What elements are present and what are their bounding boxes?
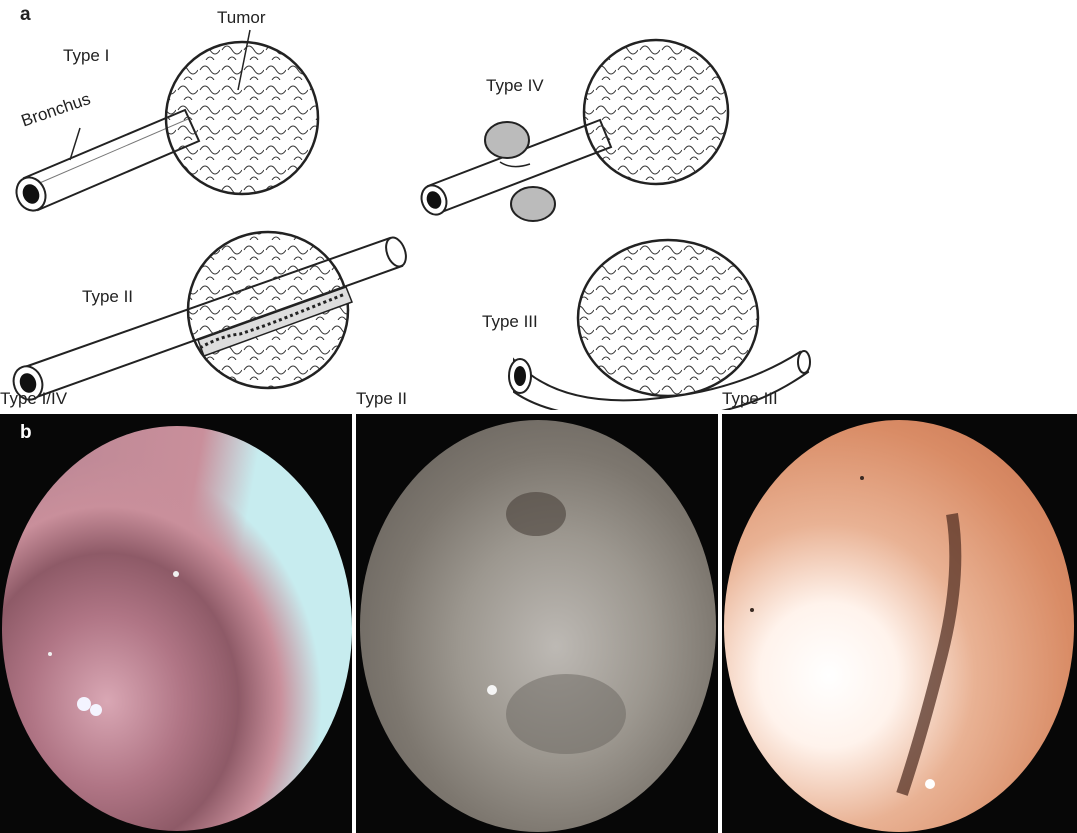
type-iii-label: Type III [482,312,538,332]
type-i-drawing [11,30,318,215]
panel-b-letter: b [20,422,32,444]
bronchoscopy-image-type-ii [356,414,718,833]
bronchus-tumor-diagrams [0,0,1077,410]
type-iii-drawing [509,240,810,410]
caption-type-i-iv: Type I/IV [0,389,67,409]
type-iv-label: Type IV [486,76,544,96]
caption-type-iii: Type III [722,389,778,409]
type-ii-drawing [9,232,410,404]
type-iv-drawing [417,40,728,221]
bronchoscopy-image-type-iii [722,414,1077,833]
type-i-tumor [166,42,318,194]
type-iv-node-lower [511,187,555,221]
type-iv-tumor [584,40,728,184]
type-ii-label: Type II [82,287,133,307]
type-iii-tumor [578,240,758,396]
caption-type-ii: Type II [356,389,407,409]
type-i-label: Type I [63,46,109,66]
tumor-label: Tumor [217,8,266,28]
bronchoscopy-image-type-i-iv: b [0,414,352,833]
type-iv-node-upper [485,122,529,158]
